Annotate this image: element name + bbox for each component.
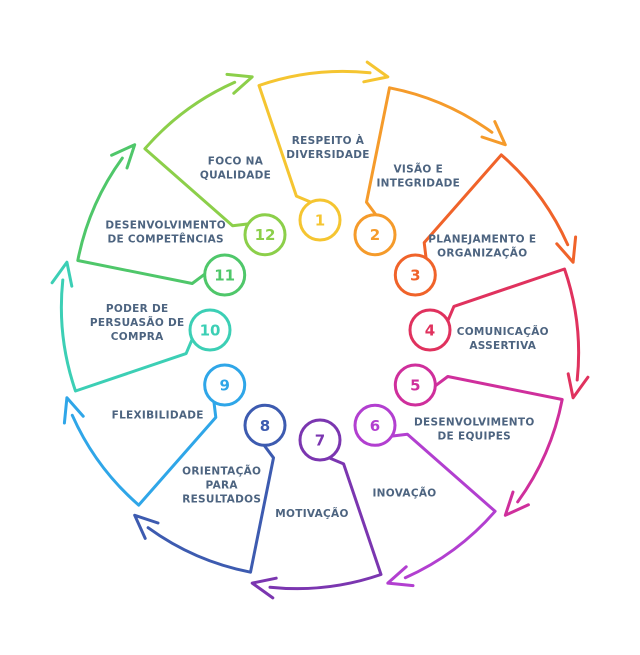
segment-outline [390,432,497,580]
segment-outline [422,153,570,260]
segment-label: RESPEITO À [292,134,365,147]
number-badge-label: 7 [315,432,325,450]
arrowhead-icon [362,60,390,84]
segment-label: DESENVOLVIMENTO [414,416,535,428]
arrowhead-icon [50,260,74,288]
arrowhead-icon [133,513,160,540]
number-badge [188,308,232,352]
segment-outline [143,80,250,228]
segment-label: PODER DE [106,303,169,315]
arrowhead-icon [225,72,254,95]
segment-label: QUALIDADE [200,170,271,182]
segment-label: ORIENTAÇÃO [182,464,261,477]
segment-2: 2 VISÃO E INTEGRIDADE [353,86,507,257]
number-badge-label: 10 [200,322,221,340]
arrowhead-icon [555,235,578,264]
arrowhead-icon [250,576,278,600]
segment-12: 12 FOCO NA QUALIDADE [143,72,287,257]
segment-label: ORGANIZAÇÃO [437,247,527,260]
segment-outline [76,156,207,285]
number-badge [298,418,342,462]
number-badge [243,213,287,257]
number-badge [393,253,437,297]
number-badge-label: 6 [370,417,380,435]
number-badge [203,253,247,297]
number-badge-label: 2 [370,226,380,244]
segment-1: 1 RESPEITO À DIVERSIDADE [257,60,390,242]
segment-outline [433,375,564,504]
segment-label: RESULTADOS [182,493,261,505]
segment-outline [257,69,372,204]
arrowhead-icon [566,372,590,400]
segment-label: COMPRA [111,331,164,343]
number-badge-label: 12 [255,226,276,244]
arrowhead-icon [480,120,507,147]
number-badge-label: 1 [315,212,325,230]
arrowhead-icon [503,490,530,517]
arrowhead-icon [62,396,85,425]
number-badge [408,308,452,352]
segment-label: ASSERTIVA [469,340,536,352]
segment-outline [365,86,494,217]
segment-label: COMUNICAÇÃO [457,325,549,338]
number-badge-label: 9 [219,377,229,395]
arrowhead-icon [110,143,137,170]
segment-outline [268,456,383,591]
segment-outline [146,443,275,574]
number-badge-label: 4 [425,322,435,340]
segment-label: PERSUASÃO DE [90,316,185,329]
number-badge [353,213,397,257]
segment-label: DESENVOLVIMENTO [105,220,226,232]
number-badge-label: 11 [214,267,235,285]
segment-label: VISÃO E [394,163,444,176]
segment-4: 4 COMUNICAÇÃO ASSERTIVA [408,267,590,400]
number-badge-label: 8 [260,417,270,435]
segment-label: MOTIVAÇÃO [275,507,348,520]
segment-label: INOVAÇÃO [372,486,436,499]
number-badge [243,403,287,447]
segment-label: FOCO NA [208,156,264,168]
number-badge [353,403,397,447]
segment-outline [59,278,194,393]
number-badge-label: 5 [410,377,420,395]
segment-label: DIVERSIDADE [286,149,370,161]
segment-label: DE EQUIPES [438,430,512,442]
arrowhead-icon [386,565,415,588]
segment-label: PLANEJAMENTO E [428,234,536,246]
number-badge-label: 3 [410,267,420,285]
number-badge [298,198,342,242]
number-badge [203,363,247,407]
segment-outline [70,400,218,507]
segment-label: DE COMPETÊNCIAS [107,233,223,246]
segment-outline [446,267,581,382]
segment-label: INTEGRIDADE [376,178,460,190]
segment-label: PARA [206,479,239,491]
segment-label: FLEXIBILIDADE [112,410,204,422]
number-badge [393,363,437,407]
